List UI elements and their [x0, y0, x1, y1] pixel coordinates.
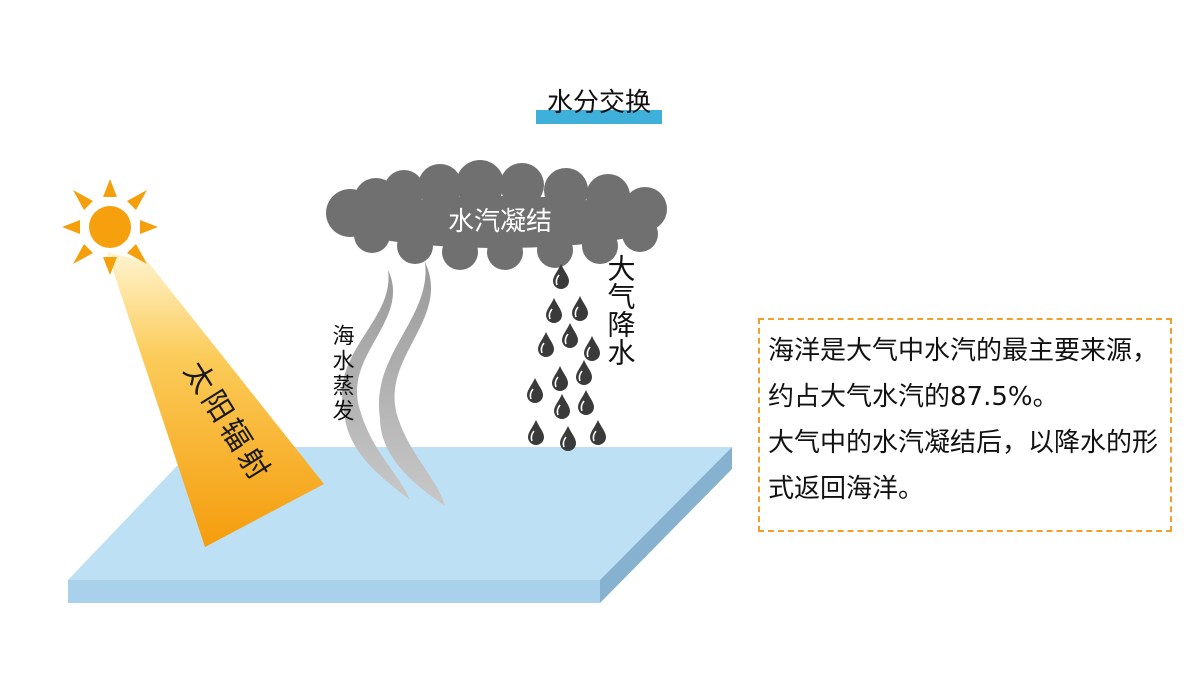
- rain-drop: [562, 323, 578, 348]
- rain-drop: [538, 332, 554, 357]
- rain-drop-highlight: [562, 436, 567, 448]
- rain-drop-highlight: [556, 404, 561, 416]
- cloud-shape: [326, 160, 667, 270]
- rain-drop: [528, 420, 544, 445]
- rain-drop-highlight: [548, 308, 553, 320]
- rain-drop-highlight: [564, 333, 569, 345]
- ocean-slab: [68, 447, 732, 603]
- rain-drop-highlight: [578, 370, 583, 382]
- rain-drop: [584, 336, 600, 361]
- rain-drop: [560, 426, 576, 451]
- rain-drop-highlight: [555, 274, 560, 286]
- rain-drop-highlight: [574, 306, 579, 318]
- rain-drop-highlight: [530, 430, 535, 442]
- rain-drop-highlight: [540, 342, 545, 354]
- rain-drop-highlight: [580, 400, 585, 412]
- rain-drops: [527, 264, 606, 451]
- page-title: 水分交换: [546, 88, 651, 118]
- rain-drop: [552, 366, 568, 391]
- rain-drop: [527, 378, 543, 403]
- info-line-source: 海洋是大气中水汽的最主要来源，约占大气水汽的87.5%。: [768, 336, 1159, 412]
- precipitation-label: 大气降水: [604, 254, 637, 366]
- steam-wisps: [342, 262, 445, 506]
- sun-icon: [62, 179, 158, 275]
- rain-drop-highlight: [529, 388, 534, 400]
- rain-drop: [546, 298, 562, 323]
- title-underline: [536, 110, 662, 124]
- info-box: 海洋是大气中水汽的最主要来源，约占大气水汽的87.5%。 大气中的水汽凝结后，以…: [758, 318, 1172, 532]
- rain-drop: [578, 390, 594, 415]
- rain-drop-highlight: [592, 430, 597, 442]
- info-line-return: 大气中的水汽凝结后，以降水的形式返回海洋。: [768, 428, 1159, 504]
- rain-drop: [554, 394, 570, 419]
- rain-drop: [572, 296, 588, 321]
- evaporation-label: 海水蒸发: [329, 324, 355, 424]
- title-block: 水分交换: [536, 86, 662, 124]
- cloud-label: 水汽凝结: [448, 207, 552, 237]
- rain-drop-highlight: [554, 376, 559, 388]
- sun-beam: [107, 252, 324, 547]
- rain-drop: [576, 360, 592, 385]
- rain-drop: [590, 420, 606, 445]
- rain-drop-highlight: [586, 346, 591, 358]
